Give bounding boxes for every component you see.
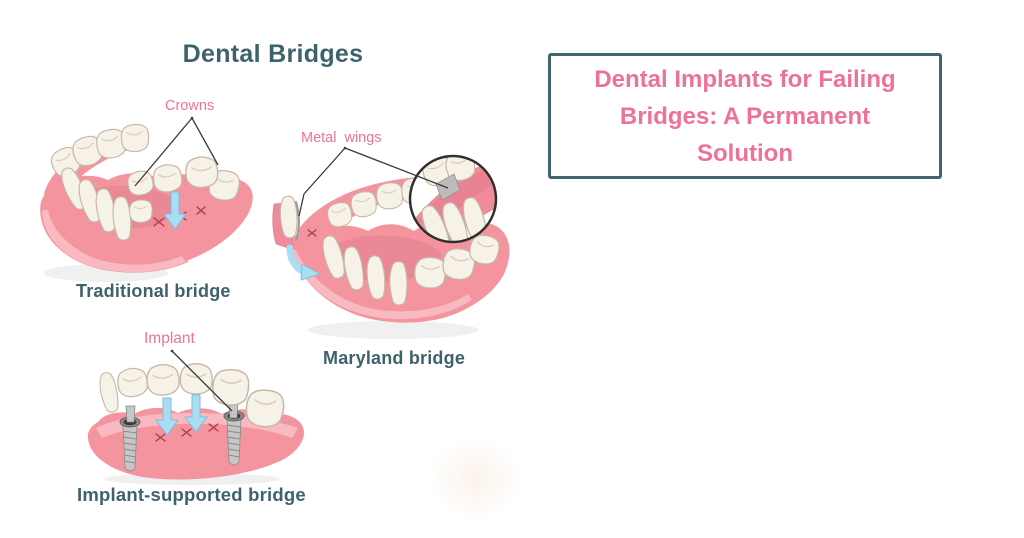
annotation-crowns: Crowns [165,98,215,114]
magnifier-ring [408,154,498,244]
bridge-crowns [96,362,251,423]
jaw-shadow [308,321,478,339]
metal-wings-pointer-lines [298,146,449,217]
outer-gum-rim [290,240,474,323]
implant-pointer-line [170,349,233,412]
callout-line-2: Bridges: A Permanent [619,102,871,130]
diagram-title: Dental Bridges [182,40,364,68]
annotation-implant: Implant [144,330,195,347]
down-arrow-icon-left [155,397,179,436]
gum-stitches [155,423,219,442]
isolated-molar [244,388,286,429]
down-arrow-icon-right [184,394,208,433]
gum-stitch [307,229,317,237]
caption-maryland-bridge: Maryland bridge [323,348,466,368]
background-smudge [428,438,523,520]
caption-traditional-bridge: Traditional bridge [76,281,231,301]
implant-supported-bridge-illustration [87,349,304,485]
callout-box: Dental Implants for Failing Bridges: A P… [548,53,942,179]
crowns-pointer-lines [134,116,219,187]
annotation-metal-wings: Metal wings [301,130,382,146]
curved-arrow-icon [286,244,321,281]
callout-line-3: Solution [697,139,793,167]
outer-gum-rim [40,202,188,273]
abutment-post-left [125,405,136,423]
maryland-wing-tooth [272,195,300,251]
down-arrow-icon [163,191,187,230]
maryland-bridge-illustration [272,146,510,339]
caption-implant-supported-bridge: Implant-supported bridge [77,484,306,505]
traditional-bridge-illustration [40,116,253,282]
callout-line-1: Dental Implants for Failing [594,65,896,93]
